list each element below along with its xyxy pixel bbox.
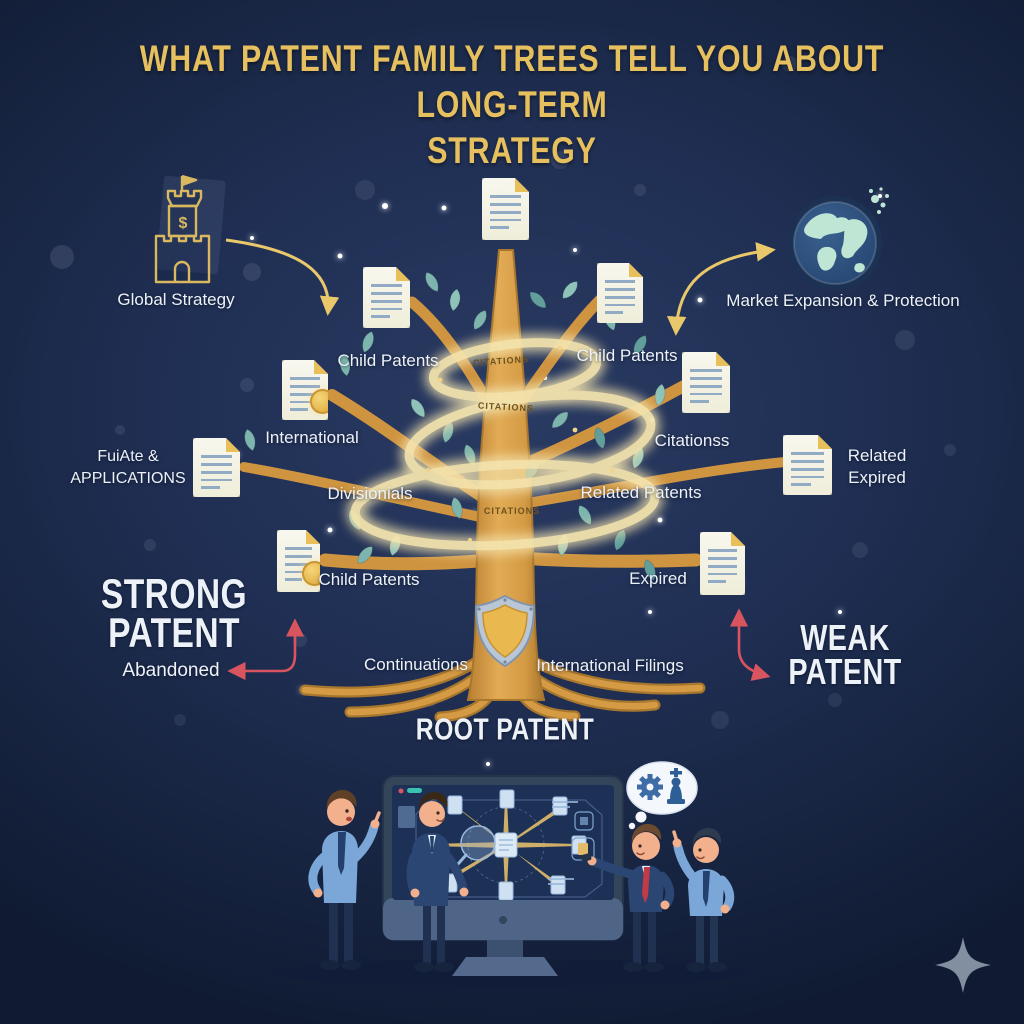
screen-patent-network	[398, 788, 603, 900]
person-presenter-left	[308, 789, 381, 970]
title-line-1: WHAT PATENT FAMILY TREES TELL YOU ABOUT …	[139, 38, 885, 125]
patent-document-child-lower	[277, 530, 320, 592]
bottom-scene	[272, 761, 748, 987]
root-patent-text: ROOT PATENT	[415, 711, 595, 747]
patent-document-top	[482, 178, 529, 240]
shield-icon	[474, 594, 536, 668]
person-suit-right	[580, 823, 675, 972]
page-title: WHAT PATENT FAMILY TREES TELL YOU ABOUT …	[0, 36, 1024, 174]
patent-tree	[239, 249, 790, 723]
divisionals-label: Divisionials	[327, 484, 413, 503]
patent-document-international	[282, 360, 328, 420]
strong-line2: PATENT	[108, 609, 240, 656]
root-patent-label: ROOT PATENT	[393, 714, 616, 745]
person-blue-right	[672, 827, 735, 972]
strong-line1: STRONG	[100, 570, 248, 617]
related-patents-label: Related Patents	[580, 483, 702, 502]
patent-document-child-left	[363, 267, 410, 328]
chess-king-icon	[667, 768, 685, 804]
international-label: International	[265, 428, 359, 447]
weak-line2: PATENT	[788, 651, 902, 692]
person-suit-left	[406, 791, 469, 972]
globe-dot-cluster	[869, 187, 889, 214]
patent-document-child-right	[597, 263, 643, 323]
market-expansion-label: Market Expansion & Protection	[726, 291, 960, 310]
ribbon-citations-3: CITATIONS	[483, 506, 541, 516]
citation-ribbon	[350, 338, 660, 551]
globe-icon	[788, 187, 889, 290]
related-expired-label: Related Expired	[848, 445, 907, 489]
future-applications-label: FuiAte & APPLICATIONS	[70, 446, 185, 490]
monitor-stand-neck	[487, 940, 523, 960]
strong-patent-label: STRONG PATENT	[83, 570, 266, 656]
weak-line1: WEAK	[800, 617, 890, 658]
bokeh-dots	[50, 56, 956, 729]
castle-dollar-glyph: $	[179, 215, 188, 232]
weak-patent-label: WEAK PATENT	[774, 617, 916, 692]
continuations-label: Continuations	[364, 655, 468, 674]
title-line-2: STRATEGY	[427, 130, 597, 171]
child-patents-upper-right-label: Child Patents	[576, 346, 678, 365]
citations-label: Citationss	[654, 431, 730, 450]
abandoned-label: Abandoned	[122, 660, 220, 681]
related-expired-line2: Expired	[848, 468, 906, 487]
monitor-stand-base	[452, 957, 558, 976]
sparkle-icon	[935, 937, 991, 993]
verdict-arrows-red	[227, 608, 771, 681]
patent-document-citations	[682, 352, 730, 413]
patent-document-expired	[700, 532, 745, 595]
future-applications-line1: FuiAte &	[97, 448, 159, 465]
gear-icon	[637, 774, 663, 800]
related-expired-line1: Related	[847, 446, 907, 465]
future-applications-line2: APPLICATIONS	[70, 470, 186, 487]
patent-document-related-expired	[783, 435, 832, 495]
ribbon-sparkles	[426, 346, 614, 542]
child-patents-lower-label: Child Patents	[318, 570, 420, 589]
flow-arrows-gold	[225, 238, 776, 336]
child-patents-upper-left-label: Child Patents	[337, 351, 439, 370]
expired-label: Expired	[629, 569, 687, 588]
monitor-camera-dot	[499, 916, 507, 924]
magnifier-icon	[456, 825, 496, 866]
patent-document-future-applications	[193, 438, 240, 497]
global-strategy-label: Global Strategy	[117, 290, 235, 309]
thought-bubble-icon	[626, 761, 698, 830]
international-filings-label: International Filings	[536, 656, 684, 675]
castle-icon: $	[154, 174, 226, 284]
